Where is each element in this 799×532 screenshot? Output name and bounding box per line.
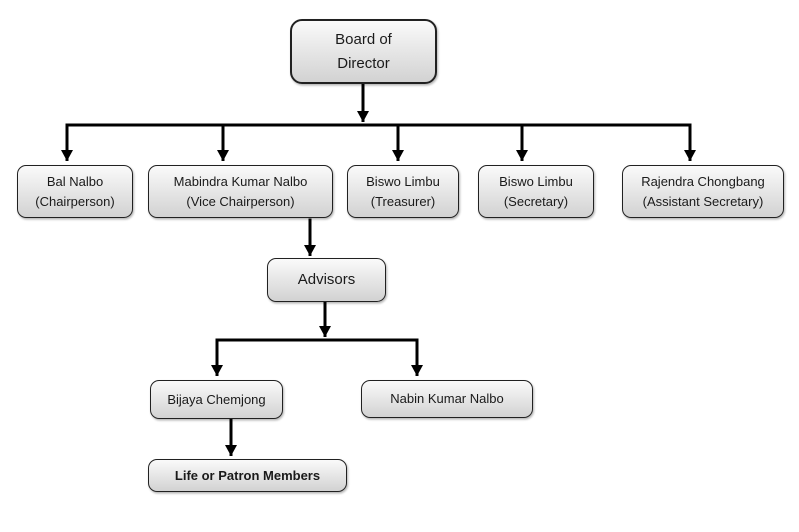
node-life-or-patron-members: Life or Patron Members — [148, 459, 347, 492]
node-label: Advisors — [297, 271, 356, 288]
node-label: Biswo Limbu — [366, 173, 440, 189]
node-board-of-director: Board of Director — [290, 19, 437, 84]
node-label: Biswo Limbu — [499, 173, 573, 189]
node-bijaya-chemjong: Bijaya Chemjong — [150, 380, 283, 419]
node-assistant-secretary: Rajendra Chongbang (Assistant Secretary) — [622, 165, 784, 218]
node-label: Board of — [335, 30, 392, 48]
node-label: Life or Patron Members — [174, 467, 321, 483]
node-label: (Secretary) — [503, 193, 569, 209]
node-vice-chairperson: Mabindra Kumar Nalbo (Vice Chairperson) — [148, 165, 333, 218]
node-treasurer: Biswo Limbu (Treasurer) — [347, 165, 459, 218]
node-label: (Vice Chairperson) — [186, 193, 295, 209]
node-label: Rajendra Chongbang — [641, 173, 765, 189]
node-chairperson: Bal Nalbo (Chairperson) — [17, 165, 133, 218]
node-label: (Treasurer) — [370, 193, 436, 209]
node-label: Director — [337, 54, 390, 72]
node-nabin-kumar-nalbo: Nabin Kumar Nalbo — [361, 380, 533, 418]
node-label: Bal Nalbo — [46, 173, 104, 189]
node-advisors: Advisors — [267, 258, 386, 302]
node-label: (Assistant Secretary) — [642, 193, 764, 209]
node-label: Nabin Kumar Nalbo — [390, 391, 504, 406]
node-label: Mabindra Kumar Nalbo — [173, 173, 308, 189]
node-label: (Chairperson) — [35, 193, 115, 209]
node-secretary: Biswo Limbu (Secretary) — [478, 165, 594, 218]
node-label: Bijaya Chemjong — [167, 391, 266, 407]
